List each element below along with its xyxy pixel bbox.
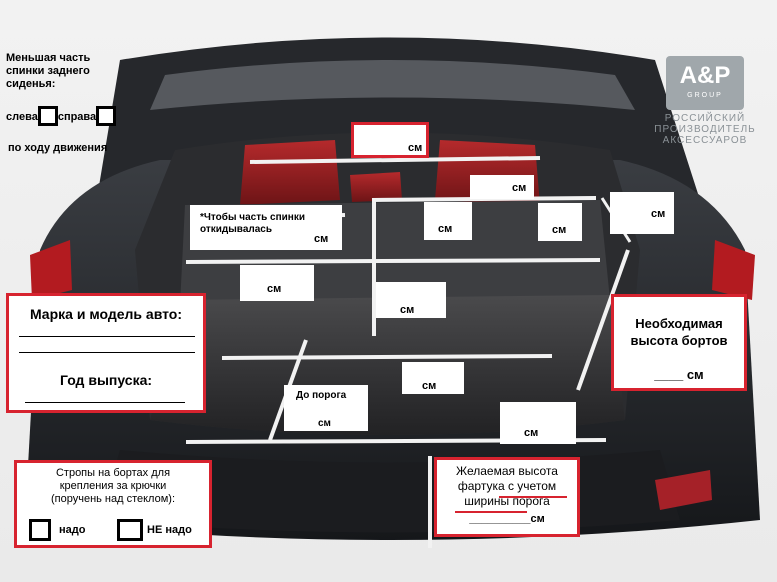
logo-sub: GROUP [687,92,723,99]
car-info-box[interactable]: Марка и модель авто: Год выпуска: [6,293,206,413]
measure-box[interactable]: см [470,175,534,199]
side-height-line: высота бортов [630,333,728,348]
measure-box[interactable]: см [500,402,576,444]
measure-box[interactable]: см [240,265,314,301]
tagline-line: РОССИЙСКИЙ [664,113,746,124]
fold-note-line: откидывалась [200,224,272,235]
brand-logo: A&P GROUP [666,56,744,110]
straps-text: Стропы на бортах для крепления за крючки… [17,467,209,506]
apron-underline [455,511,527,513]
threshold-label: До порога [296,390,347,401]
unit-label: см [314,233,329,245]
unit-label: см [318,418,331,429]
straps-line: Стропы на бортах для [55,467,171,479]
straps-line: (поручень над стеклом): [50,493,176,505]
unit-label: см [438,223,453,235]
right-label: справа [57,111,97,124]
not-need-checkbox[interactable] [117,519,143,541]
measure-box[interactable]: см [538,203,582,241]
apron-line: Желаемая высота [456,464,558,478]
straps-box[interactable]: Стропы на бортах для крепления за крючки… [14,460,212,548]
side-height-line: Необходимая [635,316,723,331]
seat-note-title: сиденья: [6,78,56,90]
unit-label: см [552,224,567,236]
right-checkbox[interactable] [96,106,117,126]
measure-box-top[interactable]: см [351,122,429,158]
measure-box[interactable]: см [376,282,446,318]
straps-line: крепления за крючки [59,480,167,492]
fold-note-line: *Чтобы часть спинки [200,212,305,223]
seat-side-row: слева справа [6,106,117,126]
side-height-label: Необходимая высота бортов [614,315,744,349]
make-model-line [19,352,195,353]
unit-label: см [524,427,539,439]
unit-label: см [651,208,666,220]
tagline-line: АКСЕССУАРОВ [662,135,748,146]
year-label: Год выпуска: [59,372,153,388]
need-checkbox[interactable] [29,519,51,541]
apron-unit: __________см [469,513,545,525]
unit-label: см [422,380,437,392]
apron-text: Желаемая высота фартука с учетом ширины … [437,464,577,509]
unit-label: см [512,182,527,194]
seat-note-title: Меньшая часть [6,52,91,64]
make-model-line [19,336,195,337]
year-line [25,402,185,403]
side-height-unit: ____ см [654,367,704,382]
left-label: слева [6,111,38,124]
not-need-label: НЕ надо [147,524,192,536]
apron-box[interactable]: Желаемая высота фартука с учетом ширины … [434,457,580,537]
left-checkbox[interactable] [37,106,58,126]
unit-label: см [400,304,415,316]
apron-line: фартука с учетом [457,479,557,493]
measure-box[interactable]: см [610,192,674,234]
threshold-box[interactable]: До порога см [284,385,368,431]
apron-underline [499,496,567,498]
direction-label: по ходу движения [8,142,108,154]
brand-tagline: РОССИЙСКИЙ ПРОИЗВОДИТЕЛЬ АКСЕССУАРОВ [650,113,760,146]
side-height-box[interactable]: Необходимая высота бортов ____ см [611,294,747,391]
unit-label: см [408,142,423,154]
measure-box[interactable]: см [424,202,472,240]
unit-label: см [267,283,282,295]
tagline-line: ПРОИЗВОДИТЕЛЬ [654,124,756,135]
measure-box[interactable]: см [402,362,464,394]
seat-note: Меньшая часть спинки заднего сиденья: [6,52,156,91]
fold-note-box: *Чтобы часть спинки откидывалась см [190,205,342,250]
make-model-label: Марка и модель авто: [29,306,183,322]
need-label: надо [59,524,86,536]
seat-note-title: спинки заднего [6,65,90,77]
logo-text: A&P [679,62,731,89]
